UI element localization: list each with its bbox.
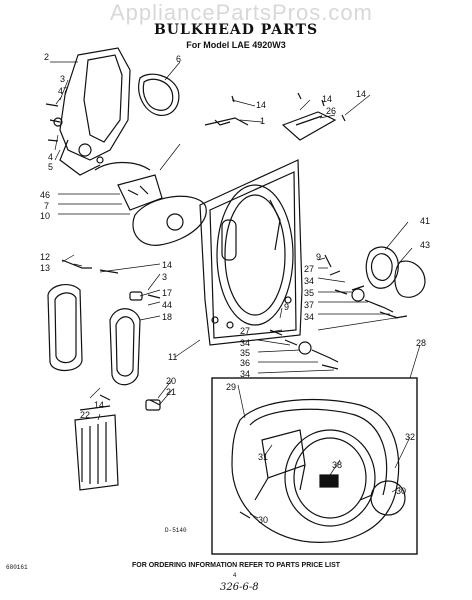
callout-34: 34 [304,312,315,322]
lint-screen-part [109,308,141,386]
callout-18: 18 [162,312,173,322]
seal-ring-part [138,73,180,117]
drawing-code: D-5140 [165,527,187,534]
callout-14: 14 [322,94,333,104]
callout-29: 29 [226,382,237,392]
callout-36: 36 [240,358,251,368]
callout-35: 35 [240,348,251,358]
roller-part [351,288,365,302]
callout-35: 35 [304,288,315,298]
bulkhead-duct-part [59,47,131,161]
callout-43: 43 [420,240,431,250]
callout-14: 14 [162,260,173,270]
callout-21: 21 [166,387,177,397]
callout-4: 4 [48,152,54,162]
callout-9: 9 [316,252,322,262]
document-code: 680161 [6,564,28,571]
drum-part [231,398,400,543]
callout-14: 14 [256,100,267,110]
front-bulkhead-panel [199,159,303,346]
callout-7: 7 [44,201,50,211]
callout-30: 30 [258,515,269,525]
callout-11: 11 [168,352,178,362]
callout-30: 30 [396,486,407,496]
callout-37: 37 [304,300,315,310]
callout-47: 47 [58,86,69,96]
page-number: 4 [233,573,237,579]
callout-20: 20 [166,376,177,386]
callout-34: 34 [240,338,251,348]
callout-34: 34 [240,369,251,379]
handwritten-note: 326-6-8 [220,582,259,593]
callout-2: 2 [44,52,50,62]
callout-14: 14 [356,89,367,99]
callout-27: 27 [304,264,315,274]
ordering-info-footer: FOR ORDERING INFORMATION REFER TO PARTS … [131,562,341,569]
callout-31: 31 [258,452,269,462]
callout-38: 38 [332,460,343,470]
callout-41: 41 [420,216,431,226]
callout-32: 32 [405,432,416,442]
diagram-title: BULKHEAD PARTS [153,22,319,38]
watermark: AppliancePartsPros.com [110,0,373,25]
callout-1: 1 [260,116,266,126]
callout-17: 17 [162,288,173,298]
callout-46: 46 [40,190,51,200]
callout-22: 22 [80,410,91,420]
callout-3: 3 [60,74,66,84]
callout-3: 3 [162,272,168,282]
callout-6: 6 [176,54,182,64]
callout-26: 26 [326,106,337,116]
callout-34: 34 [304,276,315,286]
callout-44: 44 [162,300,173,310]
callout-27: 27 [240,326,251,336]
lamp-assembly-part [117,174,163,211]
callout-10: 10 [40,211,51,221]
callout-14: 14 [94,400,105,410]
heater-element-part [74,414,119,491]
callout-5: 5 [48,162,54,172]
callout-13: 13 [40,263,51,273]
callout-9: 9 [284,302,290,312]
callout-12: 12 [40,252,51,262]
callout-28: 28 [416,338,427,348]
housing-part [132,195,207,246]
diagram-subtitle: For Model LAE 4920W3 [186,40,286,50]
hinge-bracket-part [281,111,337,141]
drum-box-outline [211,377,418,555]
exhaust-duct-part [47,283,83,371]
